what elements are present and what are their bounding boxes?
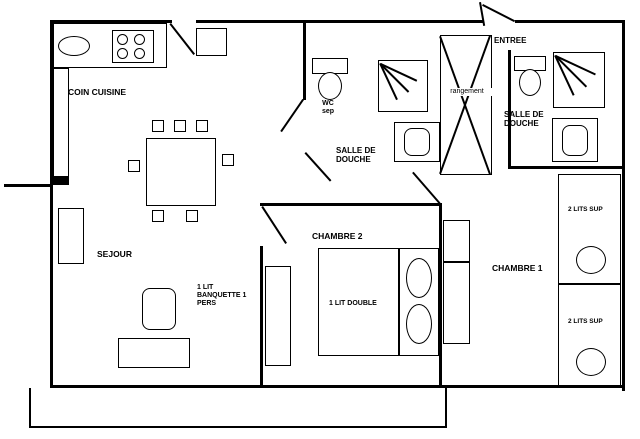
- chair: [152, 210, 164, 222]
- label-wc: WC sep: [321, 100, 335, 116]
- door-swing-kitchen: [169, 23, 196, 55]
- wall-living-bedroom2: [260, 246, 263, 388]
- pillow: [576, 246, 606, 274]
- wall-shower2-left: [508, 50, 511, 168]
- wall-right: [622, 20, 625, 391]
- bedroom1-cabinet-bottom: [443, 262, 470, 344]
- label-bedroom2: CHAMBRE 2: [312, 231, 363, 241]
- door-swing-bedroom2: [261, 206, 287, 244]
- stove-burner: [134, 48, 145, 59]
- label-banquette: 1 LIT BANQUETTE 1 PERS: [197, 284, 247, 308]
- wall-bottom: [50, 385, 625, 388]
- label-storage: rangement: [442, 88, 492, 97]
- kitchen-counter-end: [53, 176, 69, 185]
- dining-table: [146, 138, 216, 206]
- chair: [174, 120, 186, 132]
- terrace-wall-right: [445, 388, 447, 428]
- toilet-bowl: [318, 72, 342, 100]
- label-double-bed: 1 LIT DOUBLE: [328, 300, 378, 309]
- label-entry: ENTREE: [494, 36, 527, 45]
- label-bunk2: 2 LITS SUP: [568, 318, 603, 325]
- double-bed-headline: [398, 249, 400, 355]
- door-swing-wc: [280, 98, 304, 133]
- bedroom1-cabinet-top: [443, 220, 470, 262]
- stove-burner: [117, 34, 128, 45]
- label-kitchen: COIN CUISINE: [68, 87, 127, 97]
- label-living: SEJOUR: [97, 249, 132, 259]
- chair: [196, 120, 208, 132]
- living-cabinet: [58, 208, 84, 264]
- hall-closet: [196, 28, 227, 56]
- wall-left: [50, 20, 53, 388]
- label-shower2: SALLE DE DOUCHE: [504, 110, 544, 129]
- wall-stub-left: [4, 184, 52, 187]
- washbasin-1-bowl: [404, 128, 430, 156]
- wall-top-left: [50, 20, 172, 23]
- label-bedroom1: CHAMBRE 1: [492, 263, 543, 273]
- wall-top-mid: [196, 20, 484, 23]
- label-shower1: SALLE DE DOUCHE: [336, 146, 376, 165]
- wall-bedroom2-top: [260, 203, 442, 206]
- washbasin-2-bowl: [562, 125, 588, 156]
- stove-burner: [134, 34, 145, 45]
- bedroom2-wardrobe: [265, 266, 291, 366]
- stove-burner: [117, 48, 128, 59]
- chair: [222, 154, 234, 166]
- pillow: [406, 304, 432, 344]
- entry-door-leaf-2: [482, 4, 516, 23]
- wall-top-right: [515, 20, 625, 23]
- door-swing-shower1: [304, 152, 332, 182]
- armchair: [142, 288, 176, 330]
- chair: [186, 210, 198, 222]
- label-bunk1: 2 LITS SUP: [568, 206, 603, 213]
- chair: [128, 160, 140, 172]
- terrace-wall-left: [29, 388, 31, 428]
- door-swing-corridor: [412, 171, 441, 204]
- kitchen-sink: [58, 36, 90, 56]
- wall-shower2-bottom: [508, 166, 625, 169]
- wall-shower1-left: [303, 20, 306, 100]
- pillow: [406, 258, 432, 298]
- chair: [152, 120, 164, 132]
- toilet-bowl: [519, 69, 541, 96]
- banquette-bed: [118, 338, 190, 368]
- wall-bedroom1-left: [439, 203, 442, 388]
- terrace-wall-bottom: [29, 426, 447, 428]
- kitchen-counter-left: [53, 68, 69, 180]
- pillow: [576, 348, 606, 376]
